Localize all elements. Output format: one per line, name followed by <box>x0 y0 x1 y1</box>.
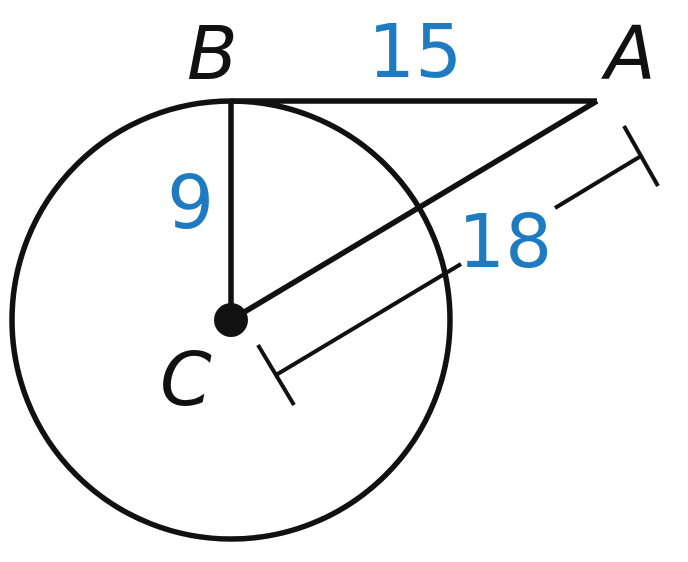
length-ba-label: 15 <box>368 9 462 95</box>
center-point-c <box>214 303 248 337</box>
dimension-line-ca <box>256 125 660 407</box>
label-a: A <box>601 11 656 97</box>
label-c: C <box>160 337 212 423</box>
dimension-segment-upper <box>553 154 643 210</box>
segment-ca <box>229 98 599 323</box>
label-b: B <box>187 11 238 97</box>
length-bc-label: 9 <box>167 160 214 246</box>
dimension-segment-lower <box>274 262 463 377</box>
length-ca-label: 18 <box>458 199 552 285</box>
